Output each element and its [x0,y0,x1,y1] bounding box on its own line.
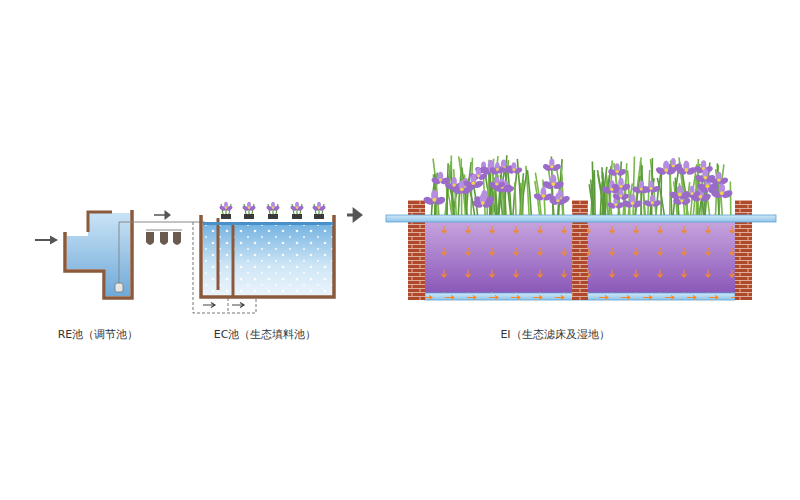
arrow-head [353,207,363,223]
packing-tank: EC池（生态填料池） [175,200,343,345]
flow-arrow [154,214,165,216]
wetland-bed: EI（生态滤床及湿地） [367,150,785,345]
tank-caption: RE池（调节池） [58,328,139,341]
arrow-head [165,210,172,220]
flow-arrow [347,214,353,217]
regulating-tank: RE池（调节池） [30,200,150,345]
tank-caption: EC池（生态填料池） [214,328,317,341]
tank-caption: EI（生态滤床及湿地） [500,328,609,341]
